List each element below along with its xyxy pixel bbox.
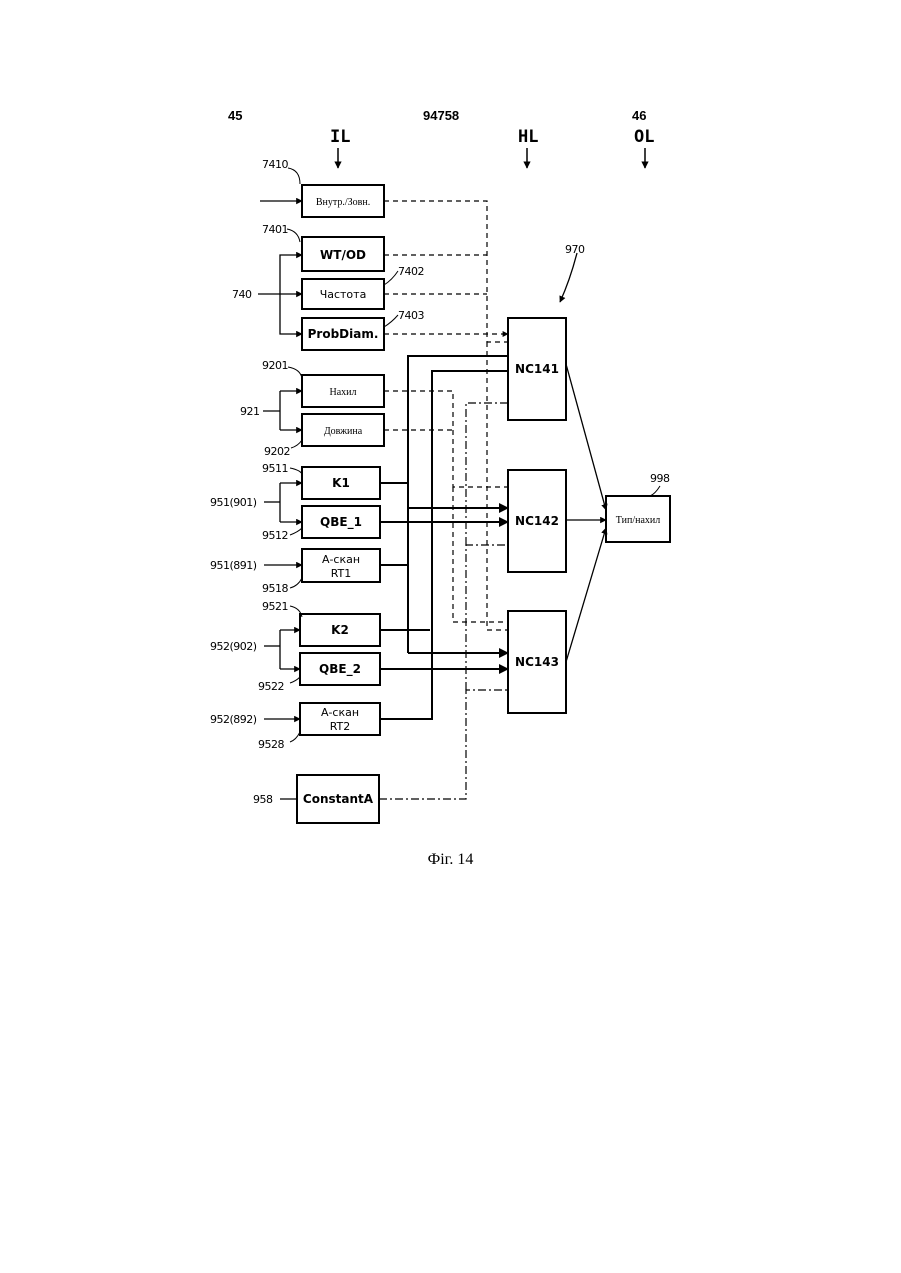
ref-952-902: 952(902) <box>210 640 257 653</box>
block-9201-label: Нахил <box>329 387 356 398</box>
ref-952-892: 952(892) <box>210 713 257 726</box>
ref-958: 958 <box>253 793 273 806</box>
block-nc141-label: NC141 <box>515 362 559 376</box>
figure-caption: Фіг. 14 <box>0 851 901 869</box>
ref-9511: 9511 <box>262 462 288 475</box>
ref-9201: 9201 <box>262 359 288 372</box>
ref-740: 740 <box>232 288 252 301</box>
ref-9512: 9512 <box>262 529 288 542</box>
ref-9522: 9522 <box>258 680 284 693</box>
block-9518-label-2: RT1 <box>331 567 352 580</box>
ref-7410: 7410 <box>262 158 288 171</box>
ref-970: 970 <box>565 243 585 256</box>
block-958-label: ConstantA <box>303 792 374 806</box>
block-9522-label: QBE_2 <box>319 662 361 677</box>
block-9512-label: QBE_1 <box>320 515 362 530</box>
block-9528-label-2: RT2 <box>330 720 351 733</box>
ref-921: 921 <box>240 405 260 418</box>
block-7410-label: Внутр./Зовн. <box>316 197 370 208</box>
ref-951-901: 951(901) <box>210 496 257 509</box>
ref-9202: 9202 <box>264 445 290 458</box>
block-nc142-label: NC142 <box>515 514 559 528</box>
block-7402-label: Частота <box>320 288 367 301</box>
block-9511-label: K1 <box>332 476 350 490</box>
ref-951-891: 951(891) <box>210 559 257 572</box>
block-nc143-label: NC143 <box>515 655 559 669</box>
dashdot-connections <box>379 403 508 799</box>
block-9528-label-1: А-скан <box>321 706 359 719</box>
output-connections <box>560 253 606 662</box>
solid-connections <box>380 356 508 719</box>
block-7403-label: ProbDiam. <box>308 327 379 341</box>
layer-arrows <box>338 148 645 168</box>
block-9521-label: K2 <box>331 623 349 637</box>
input-blocks <box>297 185 670 823</box>
block-9202-label: Довжина <box>324 426 363 437</box>
ref-9518: 9518 <box>262 582 288 595</box>
ref-998: 998 <box>650 472 670 485</box>
block-9518-label-1: А-скан <box>322 553 360 566</box>
ref-7402: 7402 <box>398 265 424 278</box>
ref-9521: 9521 <box>262 600 288 613</box>
block-7401-label: WT/OD <box>320 248 366 262</box>
ref-7401: 7401 <box>262 223 288 236</box>
ref-7403: 7403 <box>398 309 424 322</box>
block-998-label: Тип/нахил <box>616 515 660 526</box>
input-feed-lines <box>258 201 302 799</box>
ref-9528: 9528 <box>258 738 284 751</box>
